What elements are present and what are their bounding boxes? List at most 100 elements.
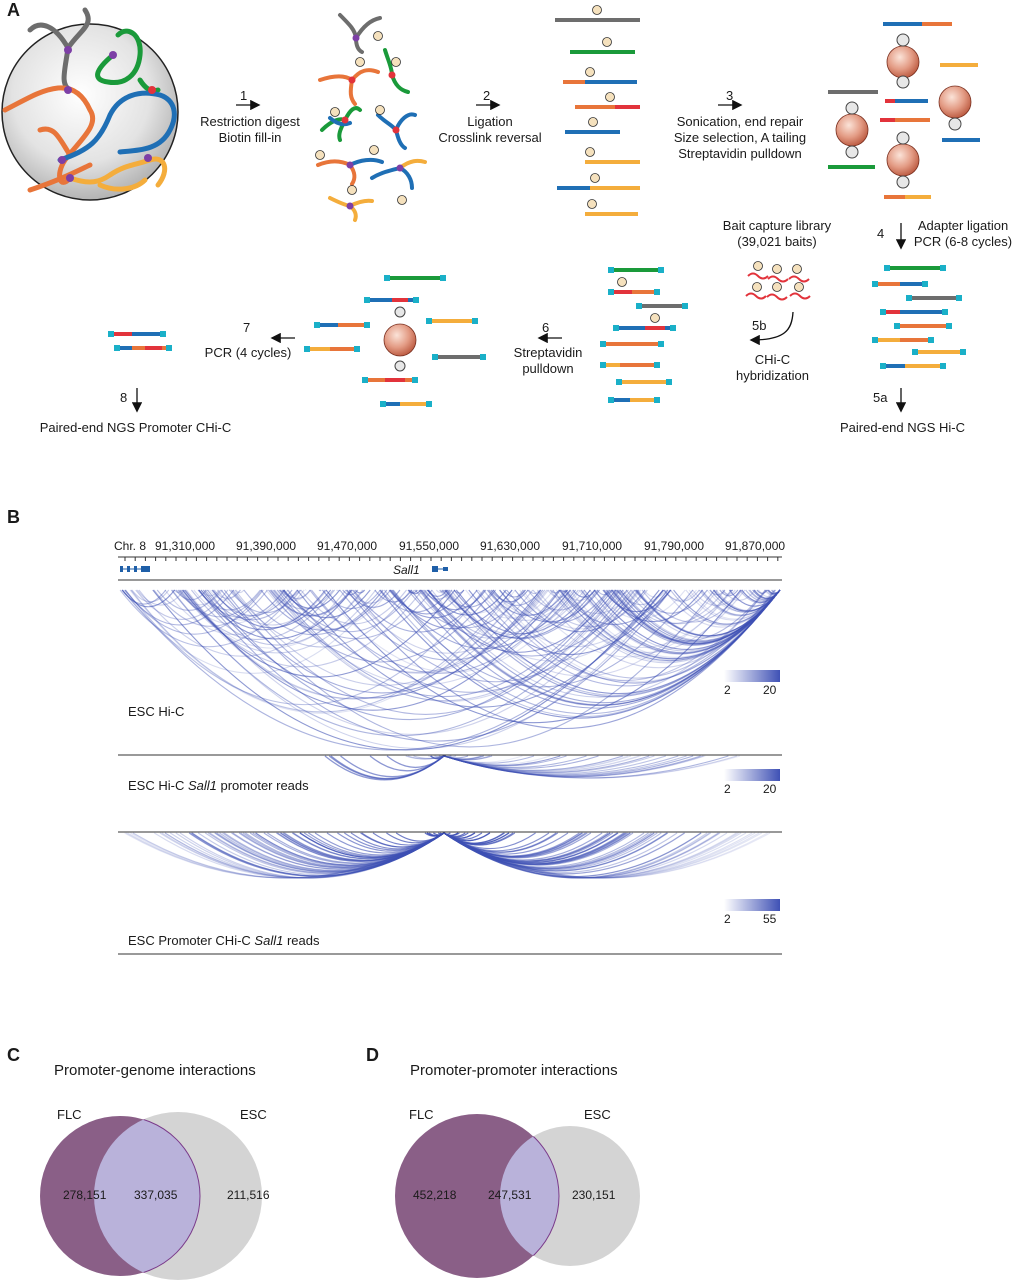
- interaction-arc: [443, 755, 706, 778]
- captured-on-bead: [304, 275, 486, 407]
- interaction-arc: [405, 755, 445, 760]
- bait-line1: Bait capture library: [722, 218, 832, 233]
- biotin-markers-step2: [585, 5, 615, 209]
- interaction-arc: [443, 832, 626, 865]
- step3-label: Sonication, end repair Size selection, A…: [665, 114, 815, 162]
- interaction-arc: [615, 589, 624, 593]
- interaction-arc: [443, 755, 655, 774]
- interaction-arc: [173, 589, 183, 593]
- interaction-arc: [204, 589, 299, 621]
- position-label-5: 91,630,000: [480, 539, 541, 553]
- step5b-line1: CHi-C: [754, 352, 791, 367]
- overlap-region-d: [500, 1126, 560, 1266]
- interaction-arc: [390, 589, 513, 630]
- panel-c-left-only: 278,151: [63, 1188, 107, 1202]
- interaction-arc: [164, 589, 305, 635]
- interaction-arc: [270, 589, 352, 616]
- interaction-arc: [211, 589, 293, 617]
- interaction-arc: [121, 589, 176, 608]
- interaction-arc: [191, 832, 445, 877]
- interaction-arc: [215, 832, 445, 873]
- interaction-arc: [519, 589, 642, 630]
- interaction-arc: [550, 589, 561, 594]
- interaction-arc: [443, 832, 668, 872]
- interaction-arc: [499, 589, 600, 623]
- interaction-arc: [443, 832, 721, 879]
- interaction-arc: [234, 589, 534, 686]
- interaction-arc: [178, 589, 285, 625]
- interaction-arc: [164, 832, 445, 879]
- interaction-arc: [238, 832, 445, 869]
- interaction-arc: [443, 832, 702, 878]
- interaction-arc: [219, 832, 445, 872]
- interaction-arc: [431, 589, 767, 698]
- interaction-arc: [443, 589, 449, 593]
- track2-scale-min: 2: [724, 782, 731, 796]
- interaction-arc: [443, 755, 523, 763]
- interaction-arc: [413, 755, 445, 759]
- interaction-arc: [443, 832, 655, 870]
- interaction-arc: [260, 589, 388, 631]
- interaction-arc: [342, 589, 359, 596]
- bait-library-label: Bait capture library (39,021 baits): [712, 218, 842, 250]
- interaction-arc: [193, 589, 289, 621]
- ligated-fragments: [555, 18, 640, 216]
- step6-number: 6: [542, 320, 550, 335]
- interaction-arc: [443, 755, 587, 768]
- interaction-arc: [514, 589, 646, 633]
- interaction-arc: [663, 589, 700, 602]
- interaction-arc: [198, 589, 353, 640]
- interaction-arc: [527, 589, 591, 611]
- interaction-arc: [188, 832, 445, 877]
- track3-scale-max: 55: [763, 912, 777, 926]
- interaction-arc: [559, 589, 634, 614]
- position-labels: 91,310,000 91,390,000 91,470,000 91,550,…: [0, 539, 1017, 555]
- step5a-result: Paired-end NGS Hi-C: [840, 420, 965, 435]
- interaction-arc: [354, 589, 366, 594]
- interaction-arc: [407, 589, 527, 628]
- interaction-arc: [756, 589, 768, 594]
- interaction-arc: [212, 589, 332, 629]
- interaction-arc: [191, 832, 445, 877]
- step5b-label: CHi-C hybridization: [720, 352, 825, 384]
- interaction-arc: [439, 589, 448, 593]
- interaction-arc: [428, 589, 636, 657]
- interaction-arc: [171, 589, 668, 749]
- interaction-arc: [207, 832, 445, 874]
- interaction-arc: [346, 589, 781, 729]
- interaction-arc: [283, 589, 371, 619]
- hybridized-adapters: [600, 267, 688, 403]
- position-label-7: 91,790,000: [644, 539, 705, 553]
- interaction-arc: [213, 589, 241, 599]
- interaction-arc: [171, 589, 628, 737]
- interaction-arc: [468, 589, 671, 655]
- interaction-arc: [443, 832, 728, 879]
- step5b-line2: hybridization: [736, 368, 809, 383]
- interaction-arc: [721, 589, 736, 595]
- interaction-arc: [223, 589, 716, 748]
- track1-scale-max: 20: [763, 683, 777, 697]
- panel-b-letter: B: [7, 507, 20, 527]
- interaction-arc: [229, 589, 302, 614]
- interaction-arc: [185, 589, 639, 735]
- interaction-arc: [443, 832, 747, 879]
- interaction-arc: [643, 589, 667, 598]
- panel-d-venn: [395, 1114, 640, 1278]
- interaction-arc: [379, 589, 781, 719]
- interaction-arc: [443, 755, 666, 775]
- track3-arcs: [124, 832, 771, 879]
- step6-line1: Streptavidin: [513, 345, 583, 360]
- interaction-arc: [443, 755, 729, 779]
- interaction-arc: [443, 755, 679, 776]
- ruler-ticks: [124, 557, 779, 561]
- interaction-arc: [443, 755, 482, 760]
- hic-library: [876, 266, 962, 368]
- interaction-arc: [407, 755, 445, 760]
- interaction-arc: [188, 832, 445, 877]
- interaction-arc: [475, 589, 777, 687]
- interaction-arc: [175, 589, 224, 606]
- interaction-arc: [443, 755, 687, 776]
- interaction-arc: [220, 589, 544, 694]
- interaction-arc: [164, 832, 445, 879]
- interaction-arc: [240, 832, 445, 869]
